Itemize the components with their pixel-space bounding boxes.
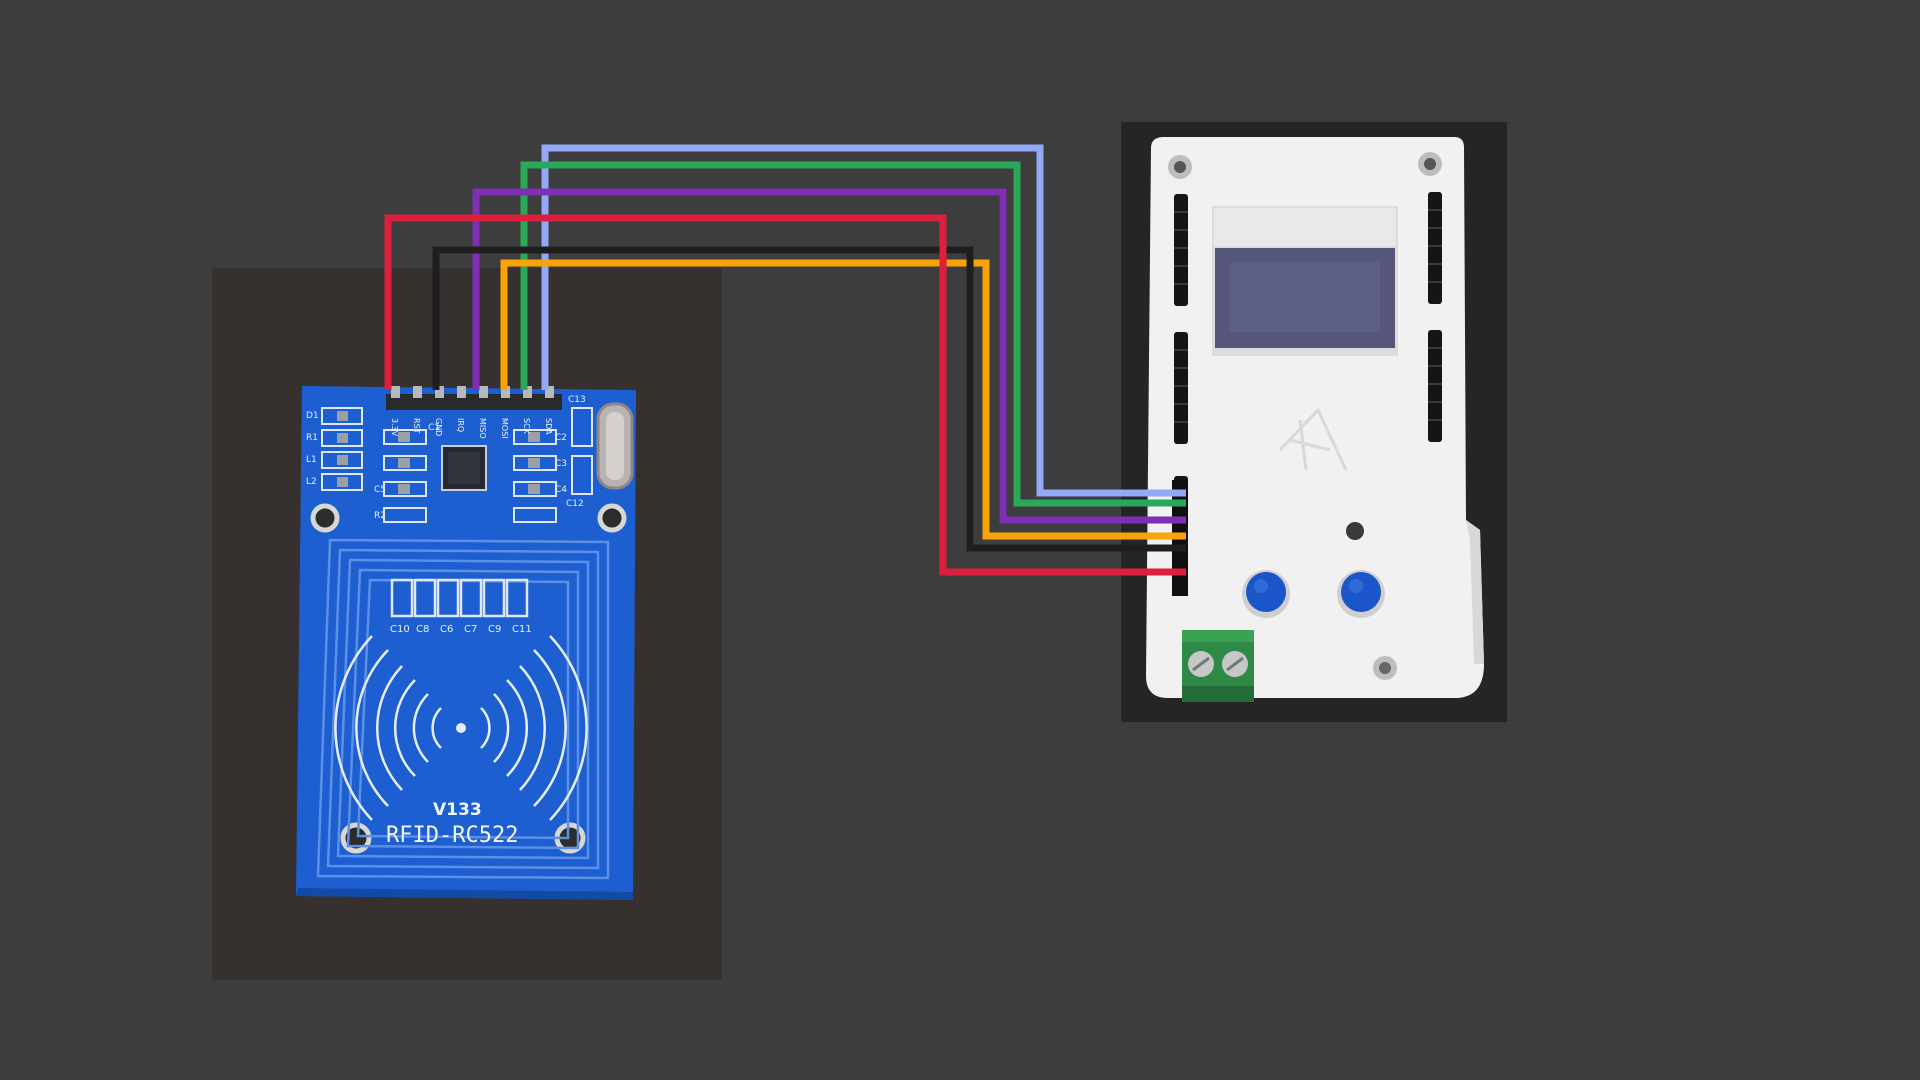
mounting-hole-top-right — [597, 503, 627, 533]
header-pins — [386, 386, 562, 410]
label-r1: R1 — [306, 433, 318, 443]
label-r2: R2 — [374, 511, 386, 521]
display-bezel-inner — [1214, 208, 1396, 246]
label-c3: C3 — [555, 459, 567, 469]
controller-device-photo — [1121, 122, 1507, 722]
label-c8: C8 — [416, 624, 429, 635]
right-capacitors — [571, 407, 593, 495]
right-component-labels: C13 C12 C2 C3 C4 C5 C1 R2 — [374, 395, 586, 521]
oled-display — [1212, 206, 1398, 356]
pin-label-sda: SDA — [544, 418, 553, 435]
label-c13: C13 — [568, 395, 586, 405]
left-component-labels: D1 R1 L1 L2 — [306, 411, 319, 487]
label-c1: C1 — [428, 423, 440, 433]
brand-logo-icon — [1278, 407, 1348, 471]
label-d1: D1 — [306, 411, 319, 421]
rfid-pcb-board: C10 C8 C6 C7 C9 C11 — [296, 386, 636, 900]
wire-vcc — [384, 214, 1186, 576]
wire-gnd — [432, 246, 1186, 552]
label-l1: L1 — [306, 455, 317, 465]
pin-label-mosi: MOSI — [500, 418, 509, 439]
pin-labels: 3.3V RST GND IRQ MISO MOSI SCK SDA — [390, 418, 553, 439]
label-c9: C9 — [488, 624, 501, 635]
crystal-oscillator — [596, 402, 634, 490]
label-c2: C2 — [555, 433, 567, 443]
capacitor-row-labels: C10 C8 C6 C7 C9 C11 — [390, 624, 532, 635]
screw-terminal-block — [1182, 630, 1254, 702]
enclosure-screws — [1168, 152, 1442, 680]
antenna-coil — [316, 538, 610, 880]
label-c7: C7 — [464, 624, 477, 635]
label-c5: C5 — [374, 485, 386, 495]
vent-slot-ribs — [1174, 209, 1442, 423]
chip-passive-components — [383, 429, 557, 523]
push-button-right[interactable] — [1337, 570, 1385, 618]
mounting-hole-top-left — [310, 503, 340, 533]
pcb-edge-shade — [296, 888, 633, 900]
pcb-mounting-holes — [310, 503, 627, 854]
wire-mosi — [472, 188, 1186, 524]
pin-label-sck: SCK — [522, 418, 531, 435]
pin-label-miso: MISO — [478, 418, 487, 439]
pin-label-irq: IRQ — [456, 418, 465, 432]
chip-passive-bodies — [398, 432, 540, 494]
wire-miso — [500, 259, 1186, 540]
mfrc522-chip — [441, 445, 487, 491]
label-c6: C6 — [440, 624, 453, 635]
version-label: V133 — [433, 800, 482, 820]
status-led — [1346, 522, 1364, 540]
capacitor-row — [390, 578, 529, 618]
wire-sda — [541, 144, 1186, 497]
label-c4: C4 — [555, 485, 567, 495]
label-c12: C12 — [566, 499, 584, 509]
label-l2: L2 — [306, 477, 317, 487]
model-label: RFID-RC522 — [386, 823, 518, 848]
wire-sck — [520, 161, 1186, 507]
wire-layer — [384, 144, 1186, 576]
label-c10: C10 — [390, 624, 410, 635]
pin-label-rst: RST — [412, 418, 421, 434]
nfc-wave-icon — [334, 635, 588, 821]
left-passive-components — [321, 407, 363, 491]
pin-label-3v3: 3.3V — [390, 418, 399, 437]
push-button-left[interactable] — [1242, 570, 1290, 618]
pcb-outline — [296, 386, 636, 900]
rfid-module-photo: C10 C8 C6 C7 C9 C11 — [212, 268, 722, 980]
pin-label-gnd: GND — [434, 418, 443, 436]
enclosure-side-shade — [1466, 520, 1484, 664]
label-c11: C11 — [512, 624, 532, 635]
